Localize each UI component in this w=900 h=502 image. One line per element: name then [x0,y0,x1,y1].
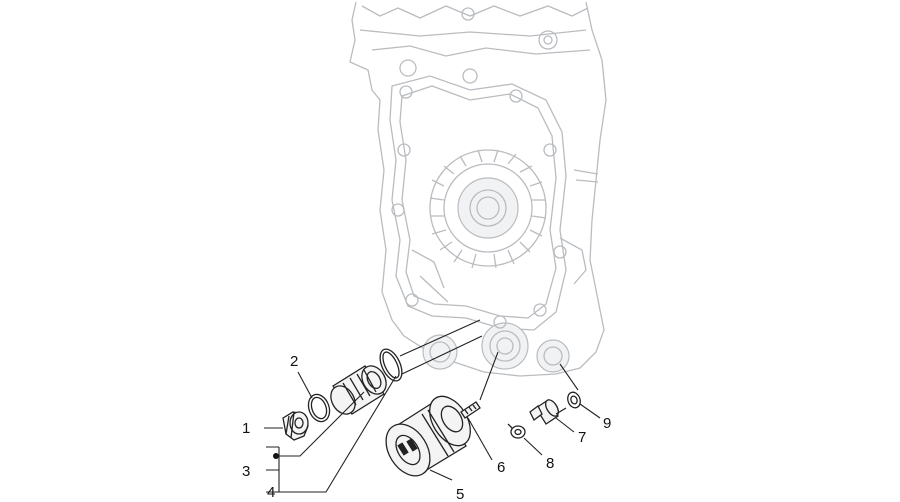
part-6-stud [460,401,481,419]
callout-3: 3 [242,463,250,480]
part-2-o-ring [307,393,331,423]
callout-1: 1 [242,420,250,437]
callout-5: 5 [456,486,464,502]
part-1-drain-plug [282,411,309,441]
callout-9: 9 [603,415,611,432]
strainer-o-ring [379,348,403,382]
leader-lines [264,371,601,493]
callout-2: 2 [290,353,298,370]
part-8-clip [507,423,526,439]
part-9-washer [567,391,581,409]
crankcase-housing [349,1,607,377]
callout-6: 6 [497,459,505,476]
assembly-lines [399,319,579,401]
part-4-oil-strainer [330,365,387,415]
callout-4: 4 [267,484,275,501]
callout-7: 7 [578,429,586,446]
callout-labels: 1 2 3 4 5 6 7 8 9 [242,353,611,502]
part-7-sensor [529,399,567,425]
callout-8: 8 [546,455,554,472]
part-5-oil-filter [385,395,471,477]
